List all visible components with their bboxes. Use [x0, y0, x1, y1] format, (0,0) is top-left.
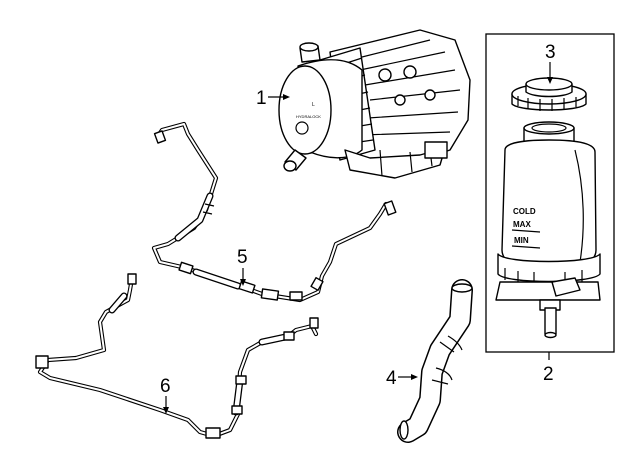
reservoir-cap [511, 77, 587, 111]
max-marking: MAX [513, 220, 531, 229]
power-steering-pump: L HYDRALOCK [278, 29, 471, 179]
min-marking: MIN [514, 236, 529, 245]
cold-marking: COLD [513, 207, 536, 216]
callout-4: 4 [386, 368, 418, 389]
callout-2-number: 2 [543, 364, 554, 385]
callout-6-number: 6 [160, 376, 171, 397]
reservoir-group-box [485, 33, 615, 353]
callout-1: 1 [256, 88, 290, 109]
callout-5-number: 5 [237, 247, 248, 268]
callout-6: 6 [160, 376, 171, 414]
reservoir-hose [397, 279, 473, 443]
callout-3: 3 [545, 42, 556, 84]
callout-2: 2 [543, 352, 554, 385]
callout-4-number: 4 [386, 368, 397, 389]
callout-3-number: 3 [545, 42, 556, 63]
callout-5: 5 [237, 247, 248, 286]
reservoir: COLD MAX MIN [495, 121, 601, 339]
pressure-hose [151, 121, 397, 303]
pump-label-brand: HYDRALOCK [296, 114, 321, 119]
pump-label-letter: L [312, 102, 315, 108]
return-hose [35, 273, 319, 439]
callout-1-number: 1 [256, 88, 267, 109]
